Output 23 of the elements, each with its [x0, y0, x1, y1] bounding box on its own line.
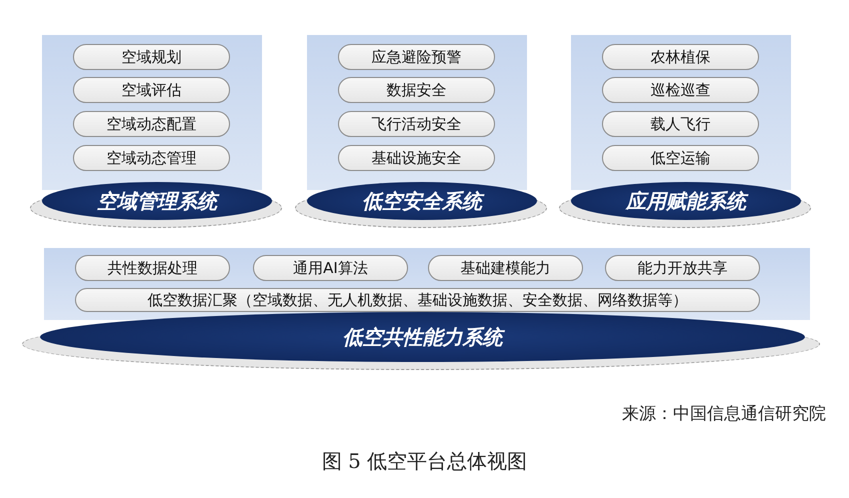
function-pill: 空域动态管理 — [73, 145, 230, 171]
function-pill: 数据安全 — [338, 77, 495, 103]
function-pill: 能力开放共享 — [605, 255, 760, 281]
function-pill: 载人飞行 — [602, 111, 759, 137]
figure-caption: 图 5 低空平台总体视图 — [320, 448, 528, 475]
function-pill: 基础设施安全 — [338, 145, 495, 171]
source-note: 来源：中国信息通信研究院 — [622, 403, 826, 425]
function-pill: 基础建模能力 — [428, 255, 583, 281]
function-pill: 空域动态配置 — [73, 111, 230, 137]
function-pill: 空域规划 — [73, 44, 230, 70]
function-pill: 空域评估 — [73, 77, 230, 103]
function-pill: 巡检巡查 — [602, 77, 759, 103]
system-title: 低空安全系统 — [307, 182, 537, 220]
function-pill: 通用AI算法 — [253, 255, 408, 281]
function-pill: 低空数据汇聚（空域数据、无人机数据、基础设施数据、安全数据、网络数据等） — [75, 288, 760, 312]
function-pill: 应急避险预警 — [338, 44, 495, 70]
system-title: 空域管理系统 — [42, 182, 272, 220]
system-title: 低空共性能力系统 — [40, 312, 805, 362]
function-pill: 共性数据处理 — [75, 255, 230, 281]
function-pill: 飞行活动安全 — [338, 111, 495, 137]
function-pill: 农林植保 — [602, 44, 759, 70]
function-pill: 低空运输 — [602, 145, 759, 171]
system-title: 应用赋能系统 — [571, 182, 801, 220]
